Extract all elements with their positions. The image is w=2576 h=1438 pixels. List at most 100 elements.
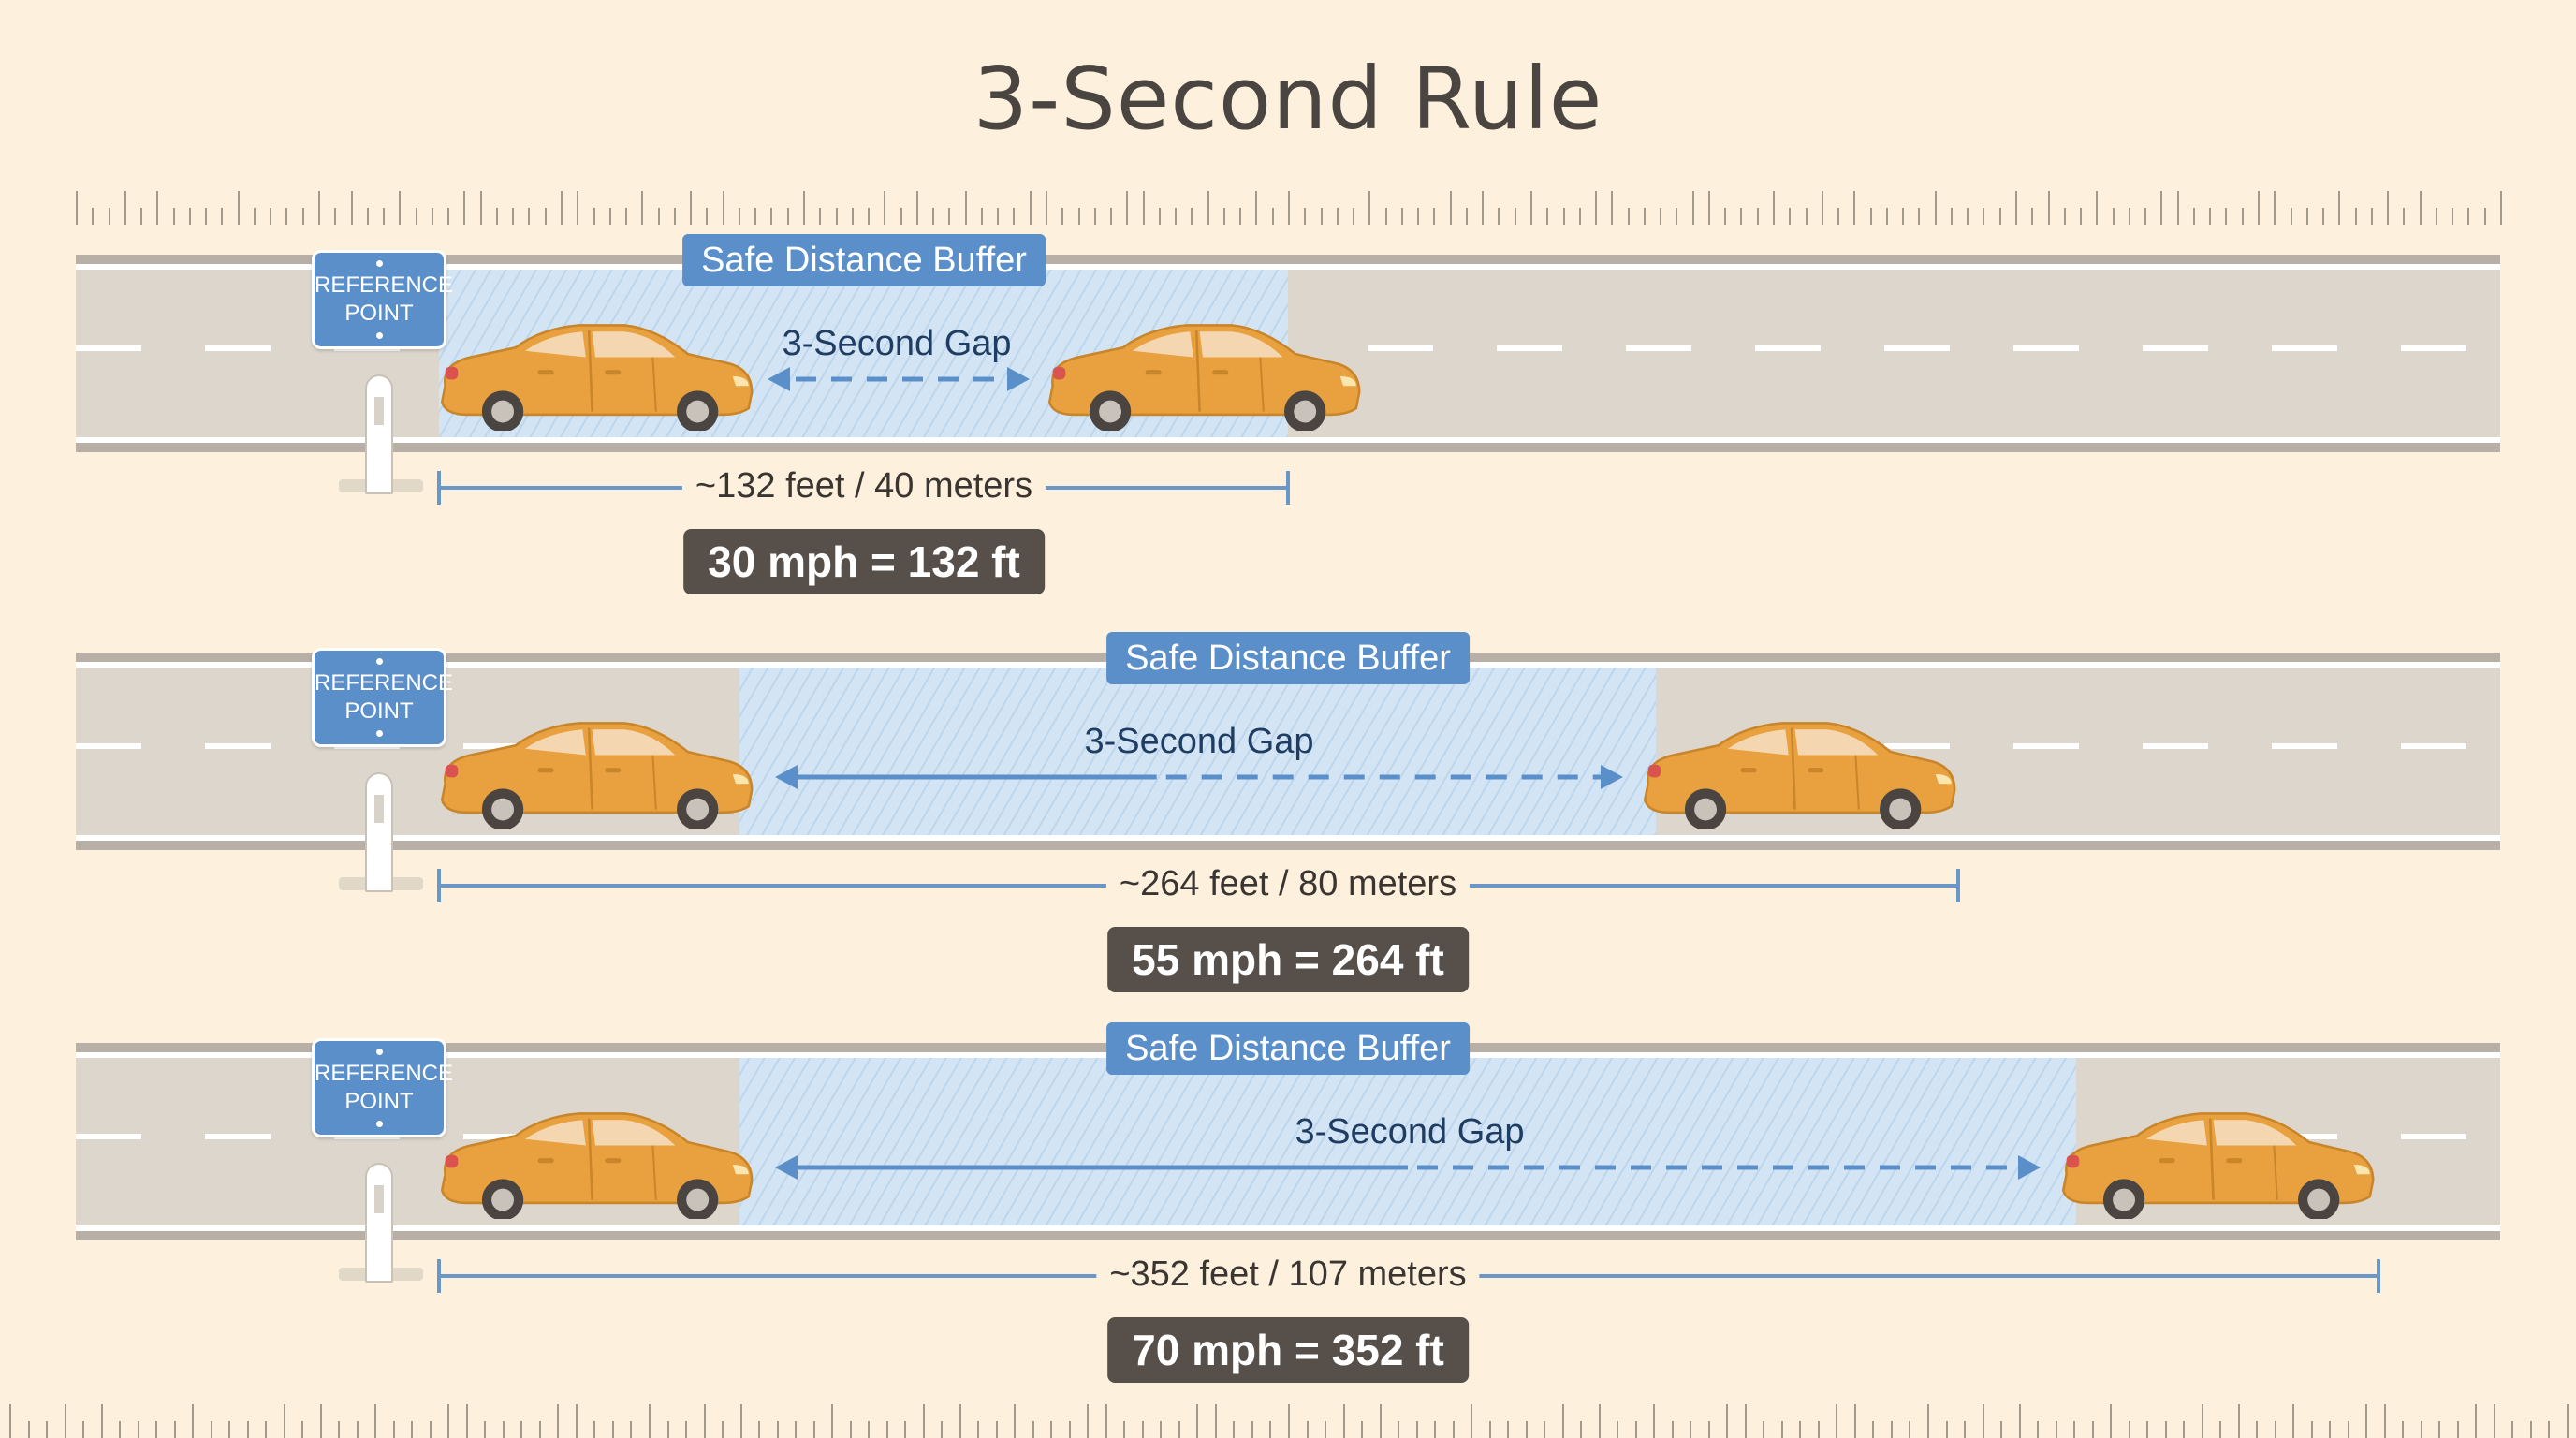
ruler-tick [1660,208,1662,225]
ruler-tick [2292,1404,2295,1438]
ruler-tick [188,208,191,225]
ruler-tick [851,208,854,225]
roadside-post-icon [365,1163,393,1283]
ruler-tick [270,208,272,225]
ruler-tick [108,208,110,225]
ruler-tick [1817,1421,1820,1438]
lane-dash [76,743,141,749]
ruler-tick [1214,1404,1217,1438]
ruler-tick [1434,1421,1437,1438]
ruler-tick [812,1421,815,1438]
ruler-tick [1482,191,1485,225]
lane-dash [2272,743,2337,749]
ruler-tick [1671,1421,1674,1438]
lane-dash [1626,345,1691,351]
ruler-tick [237,191,240,225]
ruler-tick [1918,208,1921,225]
ruler-tick [1514,208,1516,225]
ruler-tick [593,208,595,225]
ruler-tick [1726,1404,1729,1438]
ruler-tick [285,208,288,225]
ruler-tick [2274,1421,2276,1438]
buffer-label: Safe Distance Buffer [682,234,1046,286]
ruler-tick [1288,1404,1290,1438]
ruler-tick [1872,1421,1875,1438]
ruler-tick [964,191,967,225]
road-edge [76,443,2500,452]
ruler-tick [868,1421,871,1438]
ruler-tick [1233,1421,1236,1438]
ruler-tick [577,191,579,225]
ruler-tick [1934,191,1937,225]
ruler-tick [1498,208,1500,225]
lane-dash [1884,743,1950,749]
ruler-tick [301,1421,304,1438]
ruler-tick [1050,1421,1053,1438]
ruler-tick [1061,208,1064,225]
ruler-tick [1799,1421,1802,1438]
car-icon [2056,1110,2377,1221]
ruler-tick [1634,1421,1637,1438]
ruler-tick [1342,1404,1345,1438]
speed-badge: 70 mph = 352 ft [1107,1317,1469,1383]
ruler-tick [1890,1421,1893,1438]
ruler-tick [868,208,871,225]
lane-dash [2401,1134,2466,1139]
ruler-tick [1449,191,1452,225]
ruler-tick [1304,208,1307,225]
ruler-tick [484,1421,487,1438]
ruler-tick [1087,1404,1090,1438]
ruler-tick [2274,191,2276,225]
ruler-tick [2192,208,2195,225]
ruler-tick [1643,208,1646,225]
ruler-tick [2201,1404,2203,1438]
reference-point-sign: REFERENCE POINT [312,1038,453,1137]
ruler-tick [172,208,175,225]
ruler-tick [2018,1404,2021,1438]
distance-label: ~264 feet / 80 meters [1105,864,1471,904]
ruler-tick [2365,1404,2368,1438]
lane-dash [205,345,271,351]
ruler-tick [27,1421,30,1438]
ruler-tick [1379,1404,1382,1438]
ruler-tick [649,1404,651,1438]
ruler-tick [1320,208,1323,225]
ruler-tick [124,191,126,225]
ruler-tick [334,208,337,225]
reference-point-sign: REFERENCE POINT [312,250,453,349]
double-arrow-icon [775,1155,2041,1180]
ruler-tick [520,1421,523,1438]
road-line [76,835,2500,841]
ruler-tick [2435,208,2437,225]
lane-dash [463,743,529,749]
ruler-tick [1105,1404,1107,1438]
ruler-tick [1255,191,1258,225]
ruler-tick [1196,1404,1199,1438]
ruler-tick [2456,1421,2459,1438]
ruler-tick [318,191,320,225]
ruler-tick [1158,208,1161,225]
ruler-tick [1837,208,1840,225]
ruler-tick [2037,1421,2040,1438]
ruler-tick [338,1421,341,1438]
ruler-tick [2256,1421,2259,1438]
ruler-tick [1141,1421,1144,1438]
ruler-tick [2146,1421,2149,1438]
ruler-tick [561,191,563,225]
ruler-tick [137,1421,139,1438]
ruler-tick [374,1404,377,1438]
ruler-tick [2063,208,2066,225]
ruler-tick [366,208,369,225]
ruler-tick [1398,1421,1400,1438]
ruler-tick [1690,1421,1692,1438]
ruler-tick [977,1421,980,1438]
ruler-tick [2310,1421,2313,1438]
buffer-label: Safe Distance Buffer [1106,1022,1470,1075]
ruler-tick [922,1404,925,1438]
ruler-tick [173,1421,176,1438]
ruler-tick [932,208,935,225]
ruler-tick [758,1421,761,1438]
ruler-tick [1982,1404,1984,1438]
ruler-tick [1740,208,1743,225]
ruler-tick [941,1421,944,1438]
